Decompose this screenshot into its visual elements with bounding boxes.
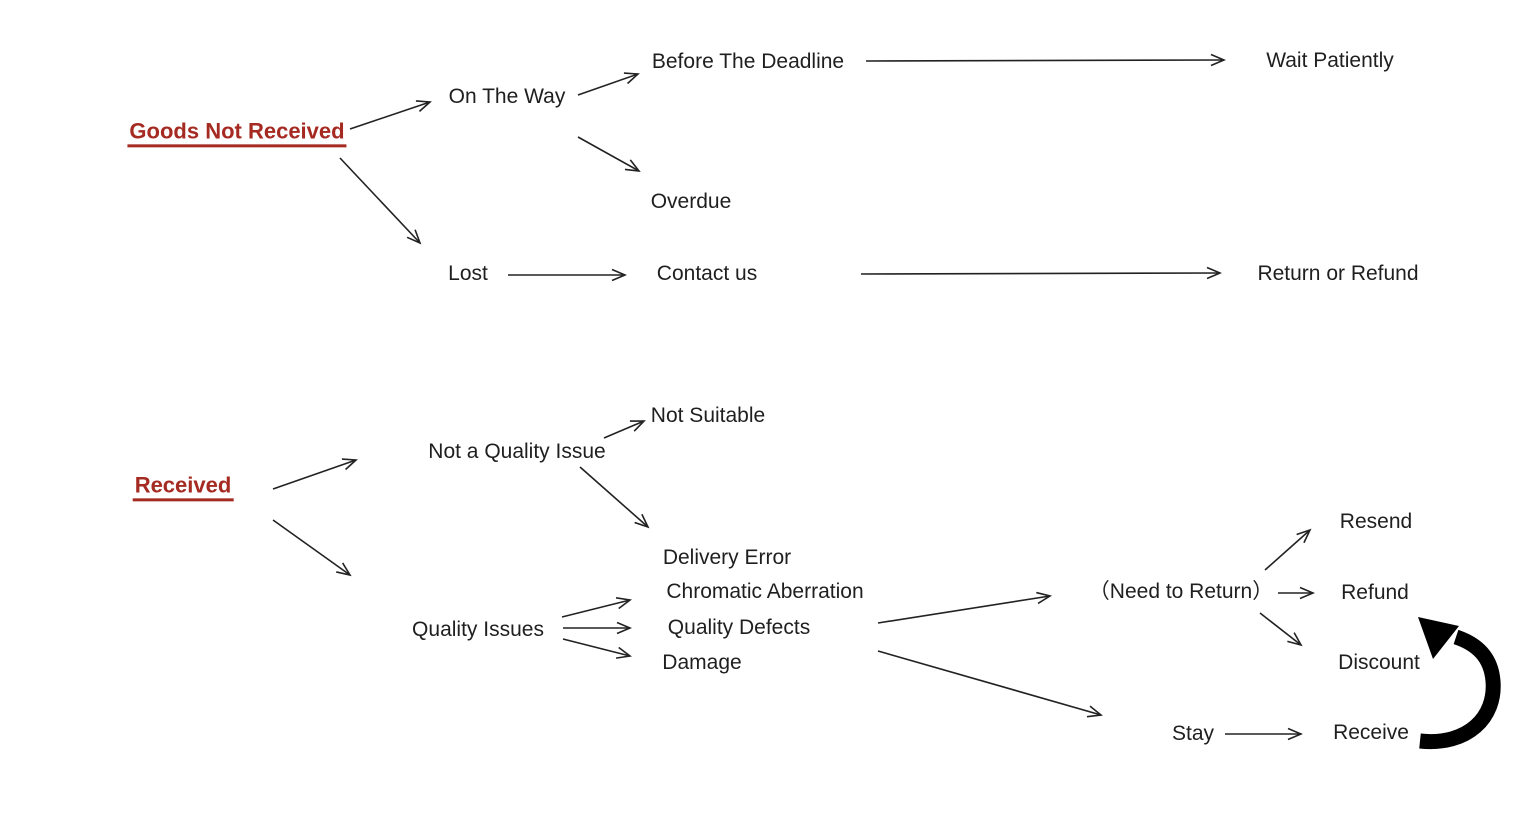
node-before-the-deadline: Before The Deadline: [651, 49, 845, 73]
node-contact-us: Contact us: [656, 261, 758, 285]
node-not-a-quality-issue: Not a Quality Issue: [428, 439, 606, 463]
node-wait-patiently: Wait Patiently: [1266, 48, 1394, 72]
arrow-before-the-deadline-to-wait-patiently: [865, 60, 1224, 61]
node-return-or-refund: Return or Refund: [1257, 261, 1419, 285]
node-receive: Receive: [1333, 720, 1409, 744]
node-resend: Resend: [1339, 509, 1413, 533]
node-goods-not-received: Goods Not Received: [127, 118, 347, 148]
loop-arrow-receive-back: [1418, 617, 1501, 750]
node-received: Received: [132, 472, 234, 502]
node-quality-defects: Quality Defects: [667, 615, 811, 639]
node-damage: Damage: [662, 650, 742, 674]
arrow-defect-group-to-stay: [877, 650, 1101, 715]
arrow-not-a-quality-issue-to-not-suitable: [603, 421, 644, 439]
node-need-to-return: （Need to Return）: [1088, 579, 1274, 603]
arrow-defect-group-to-need-to-return: [877, 596, 1050, 624]
arrow-need-to-return-to-resend: [1264, 530, 1310, 571]
arrow-goods-not-received-to-on-the-way: [349, 102, 430, 130]
node-on-the-way: On The Way: [448, 84, 566, 108]
arrow-need-to-return-to-discount: [1259, 612, 1301, 645]
node-not-suitable: Not Suitable: [650, 403, 766, 427]
node-lost: Lost: [448, 261, 488, 285]
node-quality-issues: Quality Issues: [412, 617, 544, 641]
node-delivery-error: Delivery Error: [662, 545, 792, 569]
node-refund: Refund: [1341, 580, 1409, 604]
arrow-received-to-quality-issues: [272, 519, 350, 575]
arrow-goods-not-received-to-lost: [339, 157, 420, 243]
node-discount: Discount: [1338, 650, 1420, 674]
arrow-not-a-quality-issue-to-delivery-error: [579, 466, 648, 527]
arrow-quality-issues-to-chromatic-aberration: [561, 600, 630, 618]
arrow-received-to-not-a-quality-issue: [272, 460, 356, 490]
node-overdue: Overdue: [650, 189, 732, 213]
arrow-quality-issues-to-damage: [562, 638, 630, 656]
node-stay: Stay: [1171, 721, 1215, 745]
node-chromatic-aberration: Chromatic Aberration: [666, 579, 864, 603]
arrow-on-the-way-to-overdue: [577, 136, 639, 171]
arrow-on-the-way-to-before-the-deadline: [577, 74, 638, 96]
arrow-contact-us-to-return-or-refund: [860, 273, 1220, 274]
